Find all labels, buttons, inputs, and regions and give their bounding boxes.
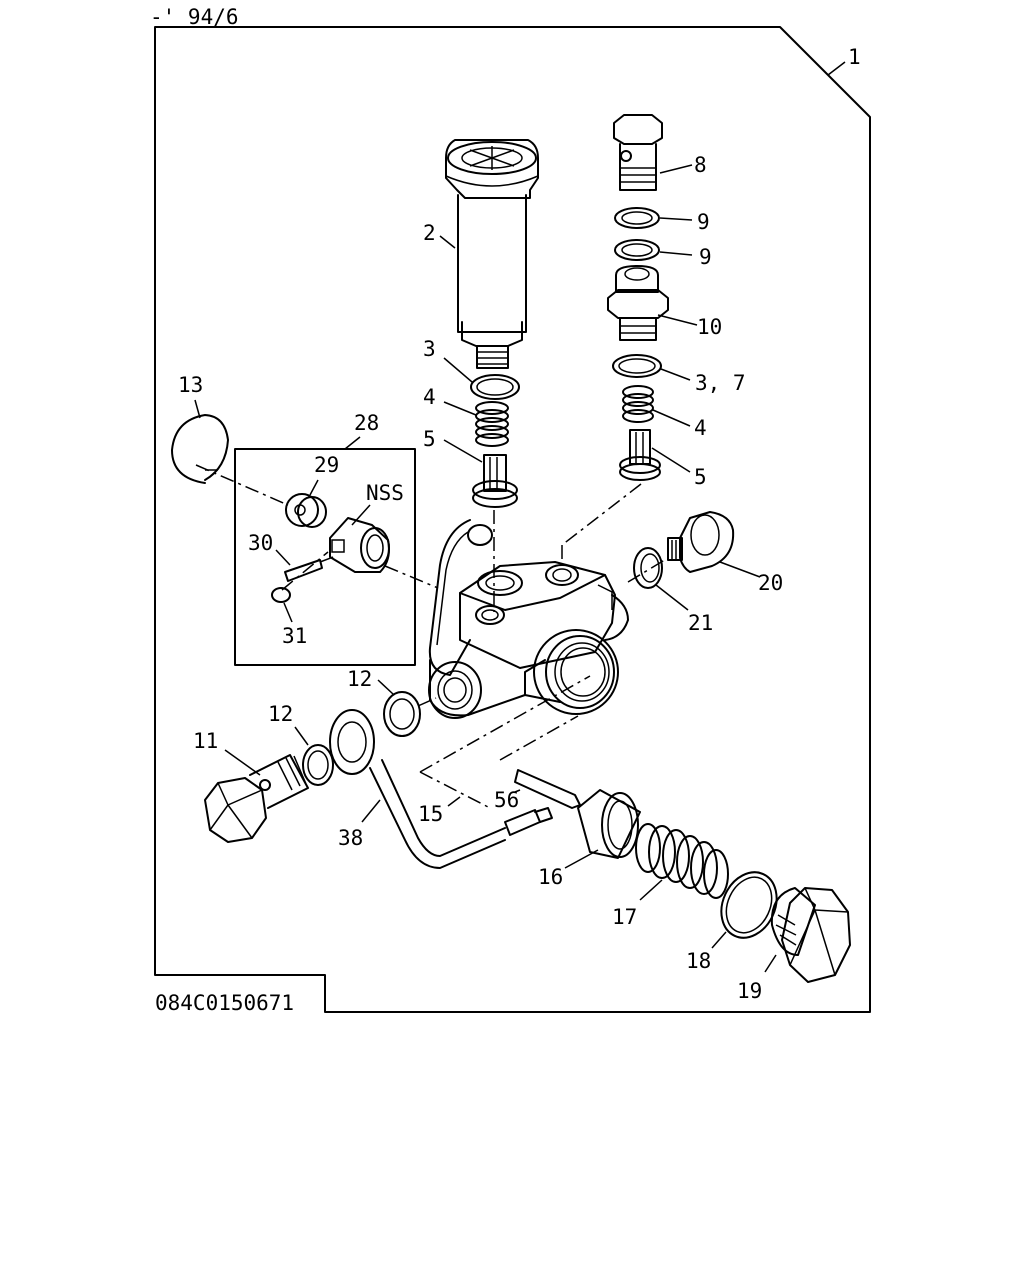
callout-5-left: 5 <box>423 427 436 451</box>
clip-31 <box>271 587 291 603</box>
valve-5-right <box>619 429 661 481</box>
callout-4-right: 4 <box>694 416 707 440</box>
callout-20: 20 <box>758 571 783 595</box>
callout-9-lower: 9 <box>699 245 712 269</box>
priming-pump-part <box>445 139 539 369</box>
callout-2: 2 <box>423 221 436 245</box>
plug-20 <box>667 511 735 573</box>
valve-5-left <box>472 454 518 508</box>
callout-1: 1 <box>848 45 861 69</box>
callout-31: 31 <box>282 624 307 648</box>
washer-12-lower <box>302 744 334 786</box>
callout-10: 10 <box>697 315 722 339</box>
spring-17 <box>635 823 729 899</box>
callout-5-right: 5 <box>694 465 707 489</box>
callout-15: 15 <box>418 802 443 826</box>
callout-28: 28 <box>354 411 379 435</box>
washer-21 <box>633 547 663 589</box>
sleeve-16 <box>577 789 641 859</box>
callout-8: 8 <box>694 153 707 177</box>
washer-9-upper <box>614 207 660 229</box>
callout-9-upper: 9 <box>697 210 710 234</box>
subassembly-box-28 <box>234 448 416 666</box>
callout-3-7: 3, 7 <box>695 371 746 395</box>
fuel-pipe-38 <box>329 709 553 869</box>
washer-3-left <box>470 374 520 400</box>
callout-3-left: 3 <box>423 337 436 361</box>
callout-19: 19 <box>737 979 762 1003</box>
pin-30 <box>284 559 323 582</box>
callout-nss: NSS <box>366 481 404 505</box>
callout-12-lower: 12 <box>268 702 293 726</box>
washer-3-7 <box>612 354 662 378</box>
washer-9-lower <box>614 239 660 261</box>
snap-ring-13 <box>171 414 229 484</box>
callout-4-left: 4 <box>423 385 436 409</box>
roller-29 <box>285 493 327 528</box>
fitting-10 <box>607 265 669 341</box>
eye-bolt-8 <box>613 114 663 191</box>
callout-13: 13 <box>178 373 203 397</box>
washer-12-upper <box>383 691 421 737</box>
diagram-frame <box>154 26 871 1013</box>
pump-body <box>428 519 629 719</box>
callout-38: 38 <box>338 826 363 850</box>
date-code: -' 94/6 <box>150 5 239 29</box>
callout-56: 56 <box>494 788 519 812</box>
callout-17: 17 <box>612 905 637 929</box>
spring-4-right <box>622 385 654 423</box>
callout-29: 29 <box>314 453 339 477</box>
tappet-body-nss <box>329 517 390 573</box>
callout-30: 30 <box>248 531 273 555</box>
callout-18: 18 <box>686 949 711 973</box>
plug-19 <box>770 887 851 983</box>
callout-12-upper: 12 <box>347 667 372 691</box>
callout-11: 11 <box>193 729 218 753</box>
callout-16: 16 <box>538 865 563 889</box>
spring-4-left <box>475 401 509 447</box>
banjo-bolt-11 <box>204 754 309 843</box>
pin-56 <box>514 769 581 809</box>
callout-21: 21 <box>688 611 713 635</box>
drawing-number: 084C0150671 <box>155 991 294 1015</box>
